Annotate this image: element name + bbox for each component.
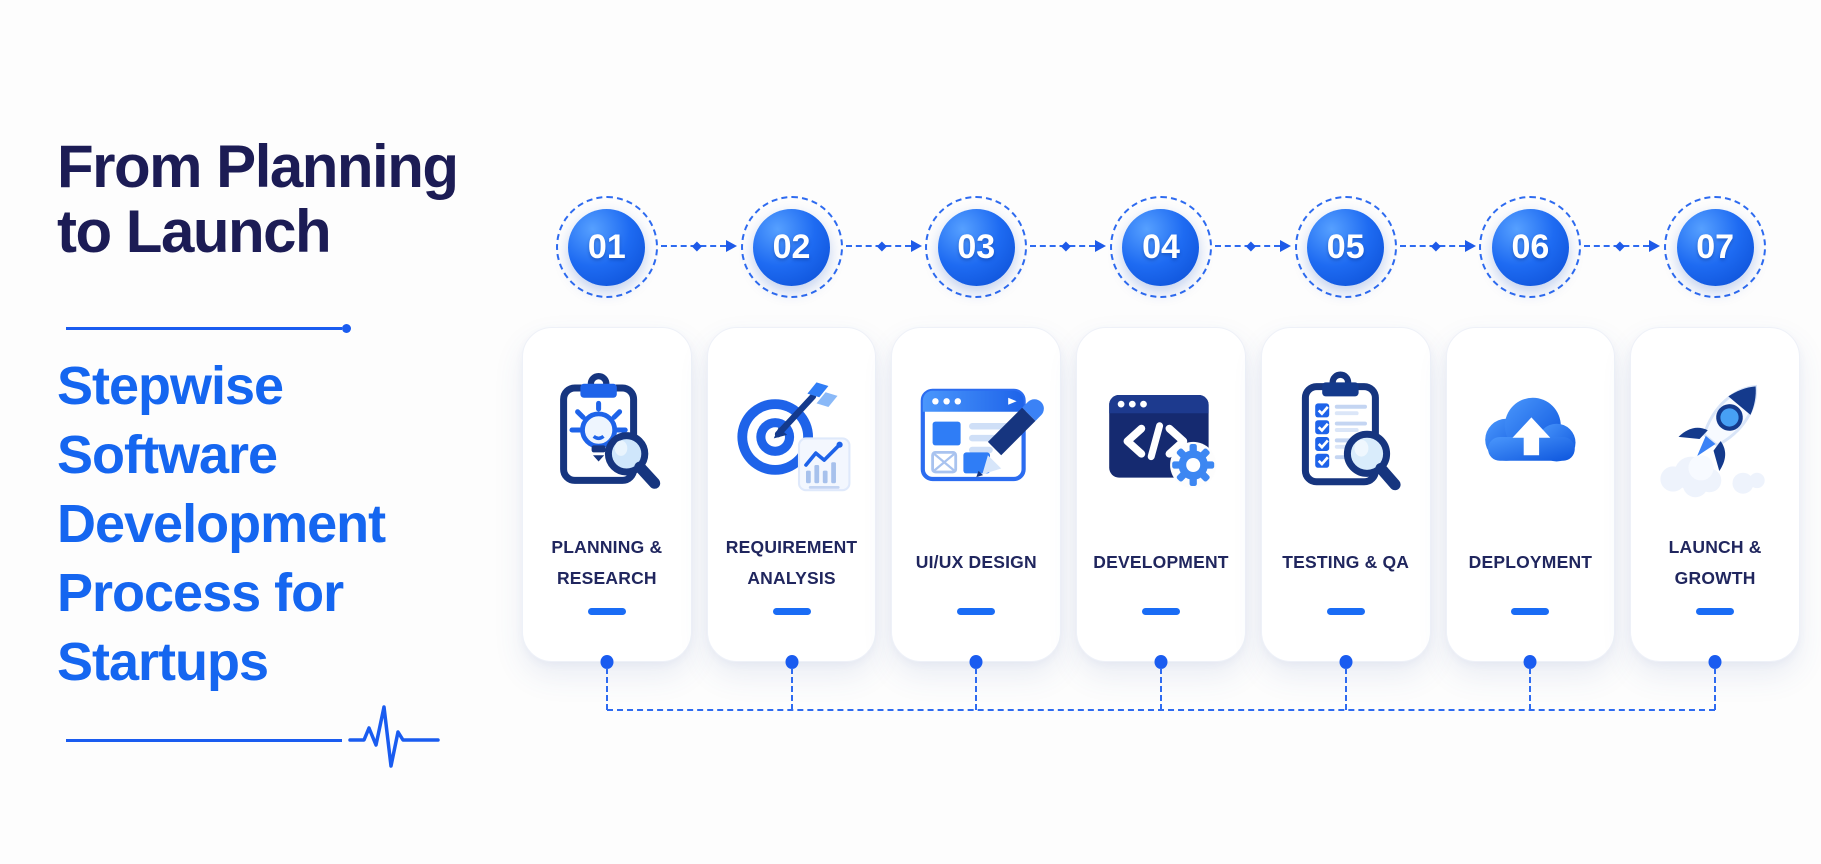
connector-arrow-icon bbox=[1030, 240, 1107, 252]
drop-dot bbox=[785, 655, 799, 669]
step-circle-1: 01 bbox=[522, 196, 737, 298]
step-circle-4: 04 bbox=[1076, 196, 1291, 298]
connector-arrow-icon bbox=[1214, 240, 1291, 252]
step-label: UI/UX DESIGN bbox=[915, 552, 1037, 573]
step-label: REQUIREMENT ANALYSIS bbox=[725, 536, 858, 589]
label-underline bbox=[1696, 608, 1735, 615]
footer-divider bbox=[66, 739, 342, 742]
drop-dot bbox=[1339, 655, 1353, 669]
step-card-development: DEVELOPMENT bbox=[1076, 327, 1246, 710]
label-underline bbox=[1326, 608, 1365, 615]
connector-arrow-icon bbox=[845, 240, 922, 252]
drop-dot bbox=[1523, 655, 1537, 669]
dashed-ring: 03 bbox=[925, 196, 1028, 298]
step-card-requirement-analysis: REQUIREMENT ANALYSIS bbox=[706, 327, 877, 710]
heartbeat-icon bbox=[348, 705, 440, 768]
label-underline bbox=[957, 608, 996, 615]
label-underline bbox=[1511, 608, 1550, 615]
step-circle-5: 05 bbox=[1261, 196, 1476, 298]
page-title: From Planning to Launch bbox=[57, 133, 459, 266]
drop-dot bbox=[600, 655, 614, 669]
drop-dot bbox=[969, 655, 983, 669]
step-number-badge: 01 bbox=[568, 208, 646, 286]
step-card-uiux-design: UI/UX DESIGN bbox=[891, 327, 1062, 710]
drop-dashed-line bbox=[1714, 668, 1717, 710]
dashed-ring: 02 bbox=[740, 196, 843, 298]
drop-dot bbox=[1154, 655, 1168, 669]
drop-dot bbox=[1708, 655, 1722, 669]
drop-dashed-line bbox=[605, 668, 608, 710]
dashed-ring: 04 bbox=[1109, 196, 1212, 298]
step-number-badge: 05 bbox=[1307, 208, 1385, 286]
drop-dashed-line bbox=[790, 668, 793, 710]
step-label: DEVELOPMENT bbox=[1093, 552, 1229, 573]
connector-arrow-icon bbox=[660, 240, 737, 252]
checklist-magnifier-icon bbox=[1276, 344, 1416, 530]
step-number-badge: 03 bbox=[937, 208, 1015, 286]
code-window-gear-icon bbox=[1091, 344, 1231, 530]
step-label: LAUNCH & GROWTH bbox=[1668, 536, 1762, 589]
label-underline bbox=[587, 608, 626, 615]
step-number-badge: 07 bbox=[1676, 208, 1754, 286]
label-underline bbox=[1141, 608, 1180, 615]
title-divider bbox=[66, 324, 351, 332]
drop-dashed-line bbox=[1344, 668, 1347, 710]
step-card-planning-research: PLANNING & RESEARCH bbox=[522, 327, 692, 710]
browser-wireframe-pencil-icon bbox=[906, 344, 1046, 530]
drop-dashed-line bbox=[1159, 668, 1162, 710]
step-circle-3: 03 bbox=[891, 196, 1107, 298]
dashed-ring: 05 bbox=[1294, 196, 1397, 298]
process-flow: 01 02 03 04 bbox=[522, 0, 1800, 864]
step-label: TESTING & QA bbox=[1282, 552, 1410, 573]
connector-arrow-icon bbox=[1584, 240, 1661, 252]
step-card-testing-qa: TESTING & QA bbox=[1260, 327, 1431, 710]
drop-dashed-line bbox=[975, 668, 978, 710]
step-number-badge: 04 bbox=[1122, 208, 1200, 286]
step-label: DEPLOYMENT bbox=[1468, 552, 1593, 573]
page-subtitle: Stepwise Software Development Process fo… bbox=[57, 356, 386, 693]
label-underline bbox=[772, 608, 811, 615]
step-cards-row: PLANNING & RESEARCH bbox=[522, 327, 1800, 710]
bottom-dashed-connector bbox=[607, 709, 1715, 712]
step-circles-row: 01 02 03 04 bbox=[522, 196, 1800, 298]
connector-arrow-icon bbox=[1399, 240, 1476, 252]
dashed-ring: 06 bbox=[1479, 196, 1582, 298]
step-circle-7: 07 bbox=[1630, 196, 1800, 298]
step-circle-2: 02 bbox=[707, 196, 922, 298]
dashed-ring: 07 bbox=[1664, 196, 1767, 298]
target-dart-chart-icon bbox=[722, 344, 862, 530]
step-number-badge: 06 bbox=[1491, 208, 1569, 286]
drop-dashed-line bbox=[1529, 668, 1532, 710]
rocket-launch-icon bbox=[1645, 344, 1785, 530]
dashed-ring: 01 bbox=[555, 196, 658, 298]
step-card-deployment: DEPLOYMENT bbox=[1445, 327, 1616, 710]
step-circle-6: 06 bbox=[1446, 196, 1661, 298]
cloud-upload-icon bbox=[1460, 344, 1600, 530]
step-card-launch-growth: LAUNCH & GROWTH bbox=[1630, 327, 1800, 710]
clipboard-lightbulb-magnifier-icon bbox=[537, 344, 677, 530]
step-label: PLANNING & RESEARCH bbox=[551, 536, 663, 589]
step-number-badge: 02 bbox=[753, 208, 831, 286]
